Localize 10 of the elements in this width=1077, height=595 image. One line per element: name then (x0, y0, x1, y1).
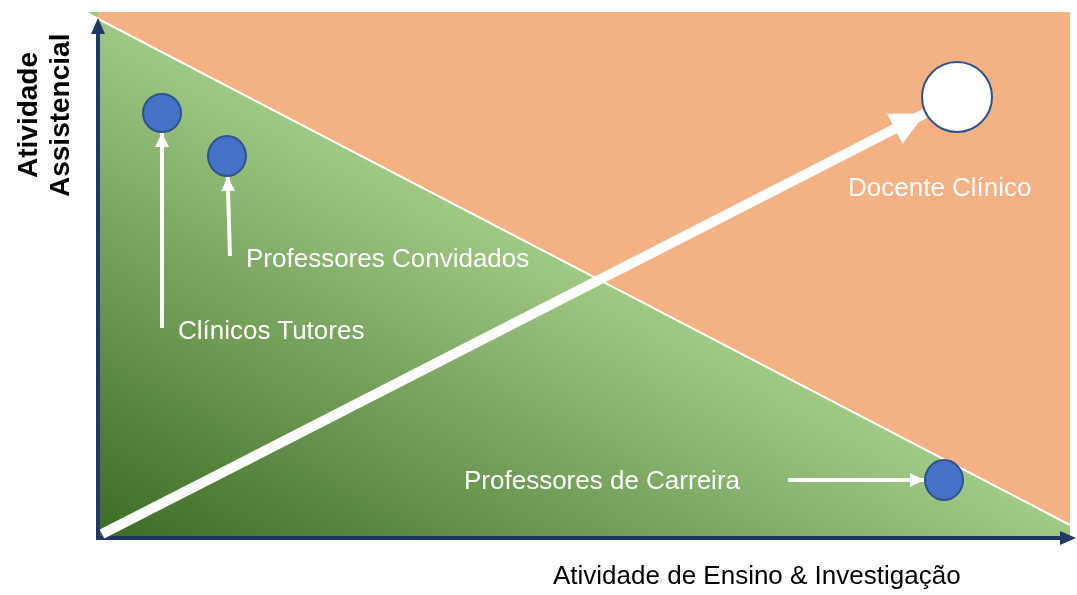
category-label: Clínicos Tutores (178, 315, 365, 345)
arrow (221, 176, 236, 257)
axis-title: Atividade de Ensino & Investigação (553, 560, 961, 591)
axis-title: Atividade Assistencial (12, 32, 76, 199)
circle-caption: Docente Clínico (848, 172, 1032, 202)
trend-arrow (99, 108, 928, 539)
arrow (788, 473, 924, 487)
category-label: Professores Convidados (246, 243, 530, 273)
category-label: Professores de Carreira (464, 465, 740, 495)
arrow (155, 133, 169, 328)
